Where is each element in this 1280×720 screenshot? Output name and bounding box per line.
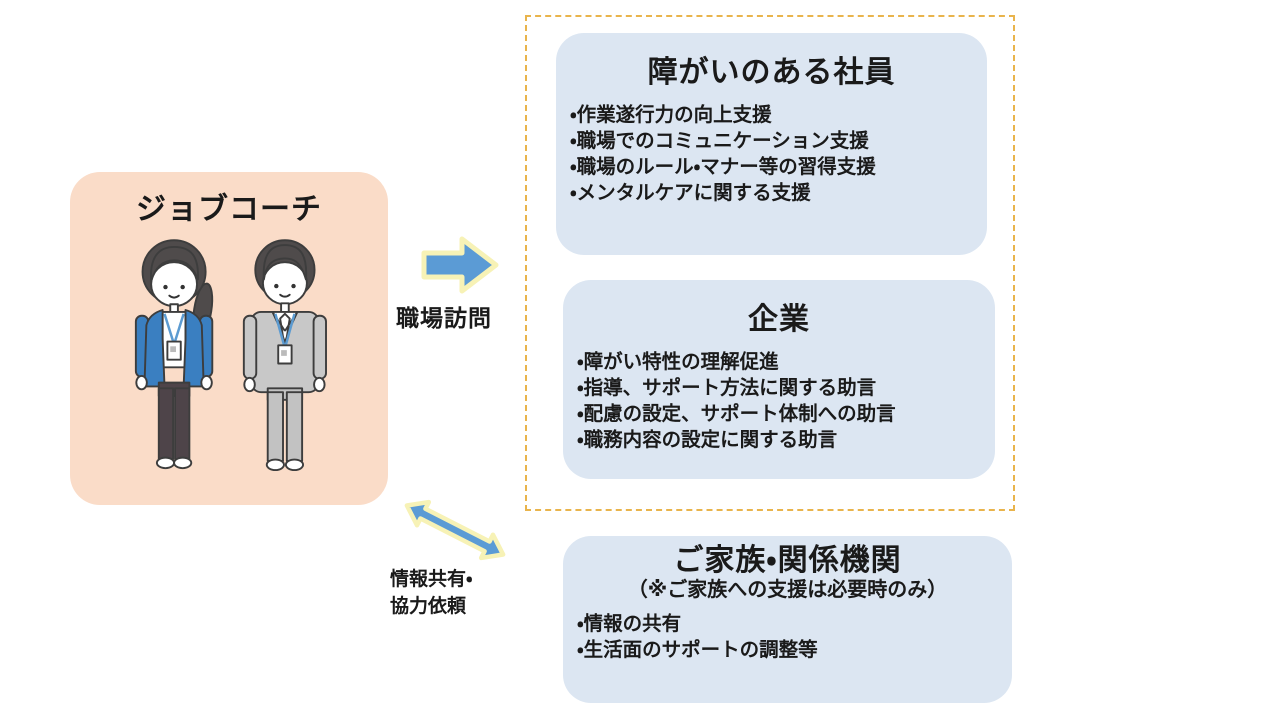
company-title: 企業: [748, 303, 810, 336]
family-title: ご家族・関係機関: [673, 544, 902, 577]
employees-bullets: ・作業遂行力の向上支援 ・職場でのコミュニケーション支援 ・職場のルール・マナー…: [556, 102, 987, 206]
company-bullets: ・障がい特性の理解促進 ・指導、サポート方法に関する助言 ・配慮の設定、サポート…: [563, 349, 995, 453]
bullet-item: ・情報の共有: [577, 613, 682, 635]
man-figure: [242, 239, 327, 472]
bullet-item: ・職場のルール・マナー等の習得支援: [570, 156, 876, 178]
bullet-item: ・障がい特性の理解促進: [577, 351, 779, 373]
employees-title: 障がいのある社員: [647, 56, 896, 89]
bullet-item: ・生活面のサポートの調整等: [577, 639, 818, 661]
bullet-item: ・職務内容の設定に関する助言: [577, 429, 838, 451]
job-coach-illustration: [134, 239, 327, 472]
workplace-visit-arrow-icon: [421, 236, 499, 294]
info-share-label-line2: 協力依頼: [390, 596, 467, 617]
info-share-label-line1: 情報共有・: [390, 569, 473, 590]
job-coach-title: ジョブコーチ: [136, 193, 322, 226]
bullet-item: ・配慮の設定、サポート体制への助言: [577, 403, 896, 425]
job-coach-box: ジョブコーチ: [70, 172, 388, 505]
bullet-item: ・職場でのコミュニケーション支援: [570, 130, 869, 152]
family-bullets: ・情報の共有 ・生活面のサポートの調整等: [563, 611, 1012, 663]
info-share-label: 情報共有・ 協力依頼: [390, 566, 520, 620]
support-targets-group: [525, 15, 1015, 511]
bullet-item: ・メンタルケアに関する支援: [570, 182, 811, 204]
bullet-item: ・指導、サポート方法に関する助言: [577, 377, 877, 399]
employees-box: 障がいのある社員 ・作業遂行力の向上支援 ・職場でのコミュニケーション支援 ・職…: [556, 33, 987, 255]
family-subtitle: （※ご家族への支援は必要時のみ）: [627, 579, 948, 601]
bullet-item: ・作業遂行力の向上支援: [570, 104, 772, 126]
family-box: ご家族・関係機関 （※ご家族への支援は必要時のみ） ・情報の共有 ・生活面のサポ…: [563, 536, 1012, 703]
info-share-arrow-icon: [404, 499, 506, 561]
woman-figure: [134, 239, 214, 470]
company-box: 企業 ・障がい特性の理解促進 ・指導、サポート方法に関する助言 ・配慮の設定、サ…: [563, 280, 995, 479]
workplace-visit-label: 職場訪問: [396, 305, 492, 331]
